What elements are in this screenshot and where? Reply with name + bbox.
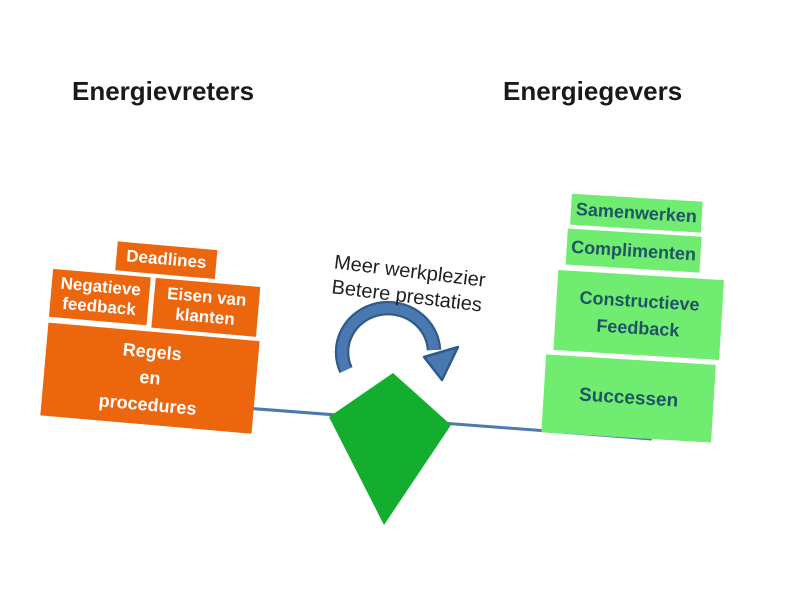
energy-drainers-group: Deadlines Negatieve feedback Eisen van k… <box>40 236 267 434</box>
energy-givers-title: Energiegevers <box>503 76 683 106</box>
cycle-arrow <box>334 300 460 382</box>
cycle-arrow-body <box>337 303 439 373</box>
giver-box-compliments: Complimenten <box>565 228 702 273</box>
energy-givers-group: Samenwerken Complimenten Constructieve F… <box>541 193 736 448</box>
drainer-box-client-demands: Eisen van klanten <box>151 277 261 337</box>
energy-drainers-title: Energievreters <box>72 76 255 106</box>
giver-box-collaboration: Samenwerken <box>570 193 703 233</box>
drainer-box-rules-procedures: Regels en procedures <box>40 322 260 434</box>
drainer-box-deadlines: Deadlines <box>115 241 218 280</box>
fulcrum-kite <box>329 373 451 525</box>
cycle-arrowhead-icon <box>422 345 460 382</box>
center-message: Meer werkplezier Betere prestaties <box>330 251 487 317</box>
drainer-box-negative-feedback: Negatieve feedback <box>48 268 151 326</box>
giver-box-constructive-feedback: Constructieve Feedback <box>553 270 724 361</box>
cycle-arrow-outline <box>334 300 442 374</box>
giver-box-successes: Successen <box>541 354 716 443</box>
